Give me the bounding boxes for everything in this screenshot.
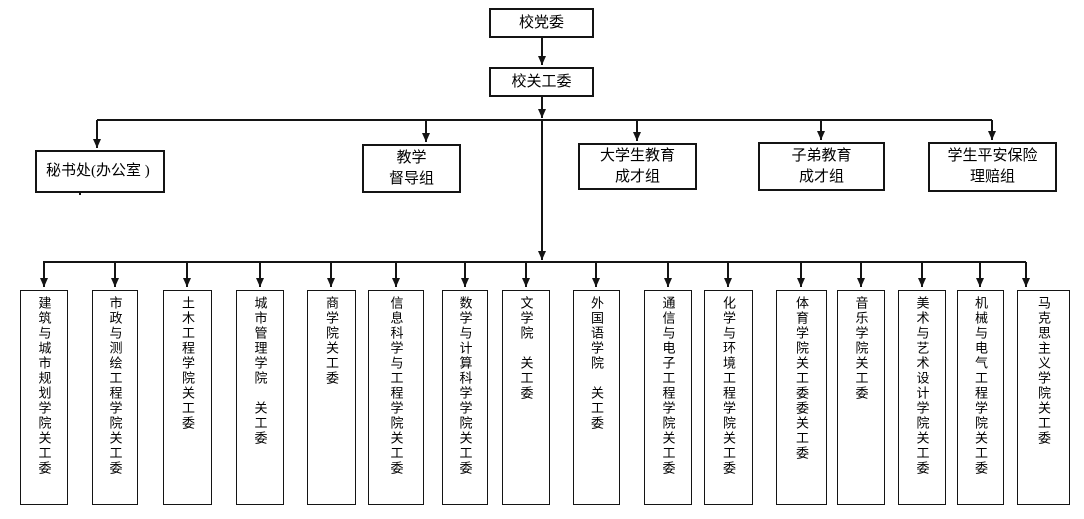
college-box-urban-management: 城市管理学院 关工委 <box>236 290 284 505</box>
college-label: 化学与环境工程学院关工委 <box>721 296 736 476</box>
node-label: 校党委 <box>518 14 564 31</box>
college-label: 文学院 关工委 <box>518 296 534 401</box>
node-label-line2: 成才组 <box>798 168 844 185</box>
node-label-line1: 教学 <box>396 149 427 166</box>
college-box-mechanical-electrical: 机械与电气工程学院关工委 <box>957 290 1004 505</box>
college-label: 商学院关工委 <box>324 296 339 386</box>
college-box-municipal-surveying: 市政与测绘工程学院关工委 <box>92 290 138 505</box>
node-student-education-group: 大学生教育 成才组 <box>578 143 697 190</box>
node-children-education-group: 子弟教育 成才组 <box>758 142 885 191</box>
college-label: 机械与电气工程学院关工委 <box>973 296 988 476</box>
college-box-chemistry-environment: 化学与环境工程学院关工委 <box>704 290 753 505</box>
college-box-information-science: 信息科学与工程学院关工委 <box>368 290 424 505</box>
college-box-math-computational-science: 数学与计算科学学院关工委 <box>442 290 488 505</box>
node-label: 校关工委 <box>511 73 572 90</box>
node-party-committee: 校党委 <box>489 8 594 38</box>
college-label: 城市管理学院 关工委 <box>252 296 268 446</box>
node-label-line2: 理赔组 <box>969 169 1015 185</box>
college-label: 体育学院关工委委关工委 <box>794 296 809 461</box>
college-label: 外国语学院 关工委 <box>589 296 604 431</box>
college-box-liberal-arts: 文学院 关工委 <box>502 290 550 505</box>
node-label-line1: 子弟教育 <box>791 147 852 164</box>
college-box-music: 音乐学院关工委 <box>837 290 885 505</box>
node-teaching-supervision-group: 教学 督导组 <box>362 144 461 193</box>
node-secretariat-office: 秘书处(办公室 ) <box>35 150 165 193</box>
college-box-foreign-languages: 外国语学院 关工委 <box>573 290 620 505</box>
college-label: 美术与艺术设计学院关工委 <box>914 296 930 476</box>
college-box-marxism: 马克思主义学院关工委 <box>1017 290 1070 505</box>
college-label: 音乐学院关工委 <box>853 296 869 401</box>
node-label: 秘书处(办公室 ) <box>46 163 150 179</box>
node-label-line1: 大学生教育 <box>599 147 675 164</box>
college-box-business: 商学院关工委 <box>307 290 356 505</box>
college-label: 土木工程学院关工委 <box>180 296 195 431</box>
college-box-architecture-urban-planning: 建筑与城市规划学院关工委 <box>20 290 68 505</box>
node-label-line2: 督导组 <box>388 170 434 187</box>
college-label: 建筑与城市规划学院关工委 <box>36 296 52 476</box>
college-label: 信息科学与工程学院关工委 <box>388 296 404 476</box>
college-label: 数学与计算科学学院关工委 <box>457 296 473 476</box>
college-box-civil-engineering: 土木工程学院关工委 <box>163 290 212 505</box>
college-label: 马克思主义学院关工委 <box>1036 296 1051 446</box>
college-box-communication-electronics: 通信与电子工程学院关工委 <box>644 290 692 505</box>
college-box-physical-education: 体育学院关工委委关工委 <box>776 290 827 505</box>
node-label-line1: 学生平安保险 <box>947 148 1038 164</box>
node-label-line2: 成才组 <box>614 168 660 185</box>
college-label: 通信与电子工程学院关工委 <box>660 296 676 476</box>
node-student-insurance-claims-group: 学生平安保险 理赔组 <box>928 142 1057 192</box>
college-label: 市政与测绘工程学院关工委 <box>107 296 123 476</box>
node-school-care-committee: 校关工委 <box>489 67 594 97</box>
college-box-fine-arts-design: 美术与艺术设计学院关工委 <box>898 290 946 505</box>
